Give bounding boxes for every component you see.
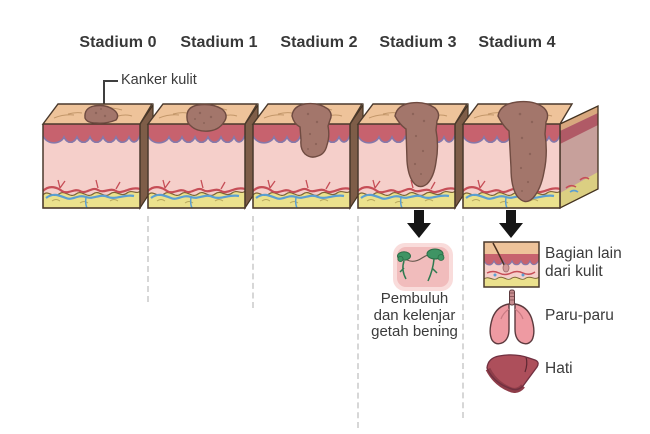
lungs-illustration: [489, 289, 535, 345]
divider-stage2-stage3: [357, 216, 359, 428]
skin-block-stage-4: [461, 100, 599, 210]
divider-stage3-stage4: [462, 216, 464, 418]
stage4-skin-line1: Bagian lain: [545, 245, 622, 262]
skin-cross-section-illustration: [483, 241, 540, 288]
stage3-spread-line2: dan kelenjar: [373, 306, 456, 324]
lymph-vessels-illustration: [393, 243, 453, 291]
arrow-down-icon: [499, 210, 523, 238]
stage4-liver-label: Hati: [545, 360, 573, 377]
skin-block-stage-1: [146, 102, 259, 210]
stage-2-title: Stadium 2: [280, 34, 358, 51]
divider-stage0-stage1: [147, 216, 149, 302]
stage-3-title: Stadium 3: [379, 34, 457, 51]
stage-0-title: Stadium 0: [79, 34, 157, 51]
skin-block-stage-0: [41, 102, 154, 210]
skin-block-stage-3: [356, 101, 469, 210]
stage4-lungs-label: Paru-paru: [545, 307, 614, 324]
divider-stage1-stage2: [252, 216, 254, 308]
stage3-spread-label: Pembuluh dan kelenjar getah bening: [342, 290, 487, 341]
stage4-skin-label: Bagian lain dari kulit: [545, 245, 622, 281]
callout-leader-vertical: [103, 80, 105, 111]
arrow-down-icon: [407, 210, 431, 238]
stage3-spread-line3: getah bening: [371, 323, 458, 340]
callout-leader-horizontal: [103, 80, 118, 82]
skin-cancer-callout-label: Kanker kulit: [121, 72, 197, 88]
stage-1-title: Stadium 1: [180, 34, 258, 51]
stage3-spread-line1: Pembuluh: [380, 290, 449, 307]
skin-block-stage-2: [251, 102, 364, 210]
stage-4-title: Stadium 4: [478, 34, 556, 51]
liver-illustration: [485, 354, 539, 393]
stage4-skin-line2: dari kulit: [545, 263, 603, 280]
